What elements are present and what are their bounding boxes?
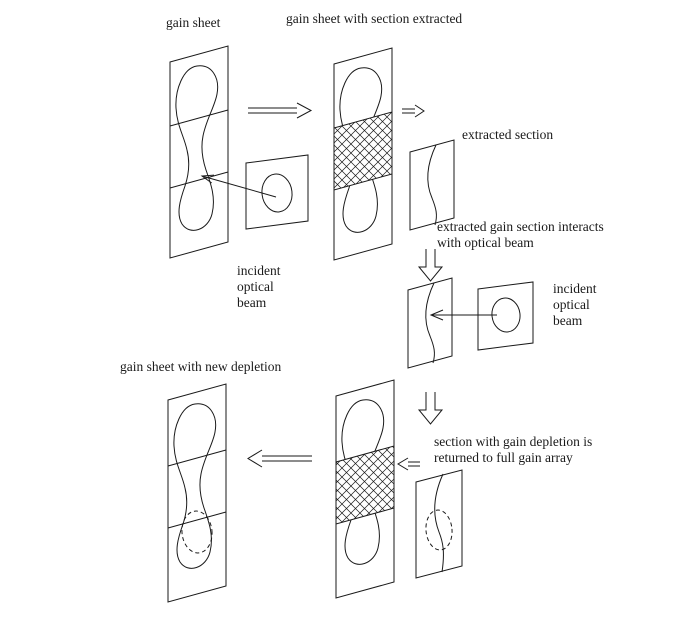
label-new-depletion: gain sheet with new depletion bbox=[120, 359, 281, 374]
incident-beam-box-top bbox=[245, 154, 309, 230]
flow-arrow-down-1 bbox=[417, 249, 444, 282]
gain-profile-curve bbox=[175, 65, 219, 231]
label-returned-1: section with gain depletion is bbox=[434, 434, 592, 449]
label-interacts-2: with optical beam bbox=[437, 235, 534, 250]
label-extracted-section: extracted section bbox=[462, 127, 553, 142]
label-incident-top-3: beam bbox=[237, 295, 267, 310]
gain-sheet-original bbox=[169, 45, 229, 259]
label-incident-top-2: optical bbox=[237, 279, 274, 294]
flow-arrow-down-2 bbox=[417, 392, 444, 425]
label-gain-sheet-extracted: gain sheet with section extracted bbox=[286, 11, 462, 26]
extracted-section-piece bbox=[409, 139, 455, 231]
gain-sheet-receiving-section bbox=[335, 379, 395, 599]
label-returned-2: returned to full gain array bbox=[434, 450, 573, 465]
label-gain-sheet: gain sheet bbox=[166, 15, 221, 30]
gain-profile-curve bbox=[173, 403, 217, 569]
small-arrow-right bbox=[402, 104, 425, 118]
gain-sheet-section-extracted bbox=[333, 47, 393, 261]
small-arrow-left bbox=[397, 457, 420, 471]
gain-sheet-new-depletion bbox=[167, 383, 227, 603]
return-arrow-left bbox=[247, 449, 312, 468]
depletion-region bbox=[181, 510, 213, 554]
extract-arrow-right bbox=[248, 102, 313, 119]
label-incident-right-1: incident bbox=[553, 281, 597, 296]
beam-spot bbox=[491, 297, 521, 333]
label-incident-top-1: incident bbox=[237, 263, 281, 278]
label-interacts-1: extracted gain section interacts bbox=[437, 219, 604, 234]
depleted-section-piece bbox=[415, 469, 463, 579]
beam-arrow-right bbox=[429, 309, 497, 321]
label-incident-right-3: beam bbox=[553, 313, 583, 328]
incident-beam-box-right bbox=[477, 281, 534, 351]
beam-arrow-top bbox=[200, 174, 277, 198]
interacting-section-piece bbox=[407, 277, 453, 369]
depletion-region bbox=[425, 509, 453, 551]
beam-spot bbox=[261, 173, 293, 213]
label-incident-right-2: optical bbox=[553, 297, 590, 312]
